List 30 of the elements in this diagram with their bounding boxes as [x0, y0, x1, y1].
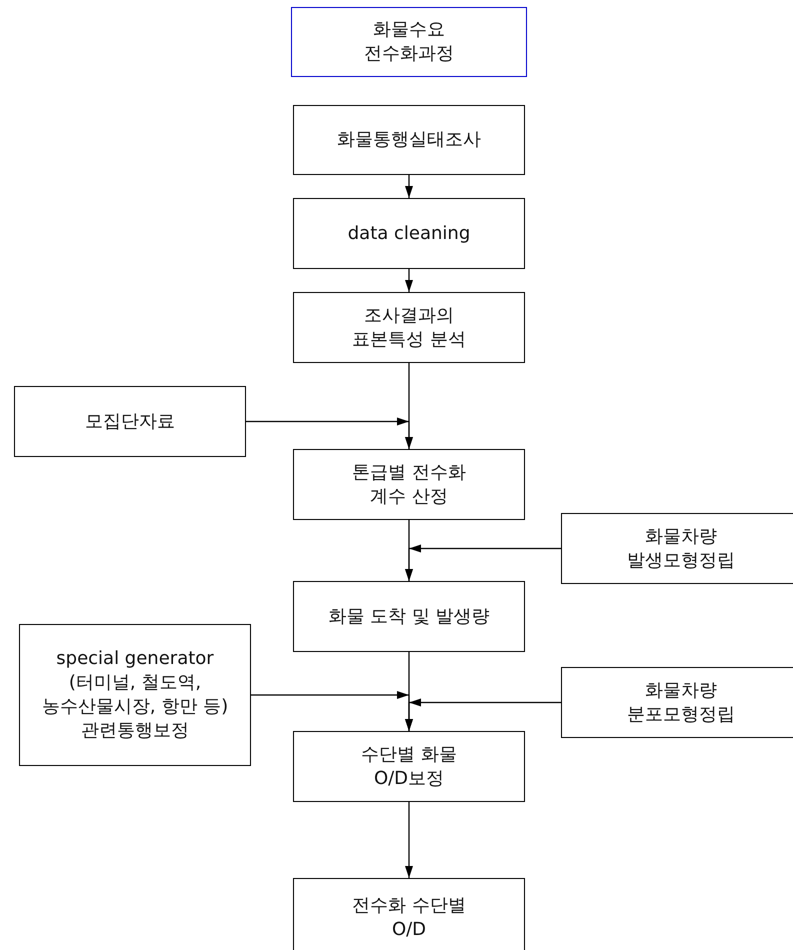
process-box — [293, 105, 525, 175]
box-label: special generator (터미널, 철도역, 농수산물시장, 항만 등) 관련통행보정 — [40, 647, 230, 743]
arrow — [405, 544, 561, 581]
box-label: 조사결과의 표본특성 분석 — [351, 304, 467, 352]
box-label: 화물 도착 및 발생량 — [327, 604, 491, 628]
box-label: 톤급별 전수화 계수 산정 — [351, 460, 467, 508]
process-box — [293, 878, 525, 950]
arrow — [246, 418, 413, 449]
box-label: 화물수요 전수화과정 — [363, 18, 455, 66]
process-box — [293, 731, 525, 802]
box-label: 모집단자료 — [84, 410, 176, 434]
process-box — [561, 667, 793, 738]
arrow — [405, 269, 413, 292]
process-box — [561, 513, 793, 584]
process-box — [19, 624, 251, 766]
box-label: 화물차량 발생모형정립 — [626, 524, 736, 572]
process-box — [293, 449, 525, 520]
arrow — [405, 802, 413, 878]
box-label: 수단별 화물 O/D보정 — [360, 742, 458, 790]
process-box — [293, 581, 525, 652]
arrow — [405, 175, 413, 198]
process-box — [14, 386, 246, 457]
process-box — [293, 292, 525, 363]
title-box — [291, 7, 527, 77]
process-box — [293, 198, 525, 269]
box-label: 전수화 수단별 O/D — [351, 894, 467, 942]
arrow — [405, 698, 561, 731]
box-label: 화물차량 분포모형정립 — [626, 678, 736, 726]
box-label: data cleaning — [346, 222, 472, 246]
box-label: 화물통행실태조사 — [336, 128, 482, 152]
